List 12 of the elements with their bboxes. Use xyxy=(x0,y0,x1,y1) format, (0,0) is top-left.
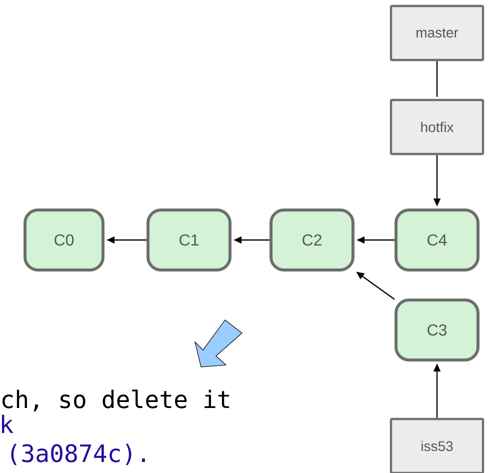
commit-node: C1 xyxy=(146,208,232,272)
code-text: k xyxy=(2,414,14,433)
commit-node: C3 xyxy=(394,298,480,362)
code-text: ch, so delete it xyxy=(2,390,229,412)
commit-node: C2 xyxy=(270,208,354,272)
commit-node: C4 xyxy=(394,208,480,272)
commit-node: C0 xyxy=(24,208,104,272)
branch-label-box: master xyxy=(390,4,484,62)
branch-label-box: hotfix xyxy=(390,98,484,156)
connector-line xyxy=(436,61,438,97)
branch-label-box: iss53 xyxy=(390,418,484,473)
code-text: (3a0874c). xyxy=(11,444,145,466)
